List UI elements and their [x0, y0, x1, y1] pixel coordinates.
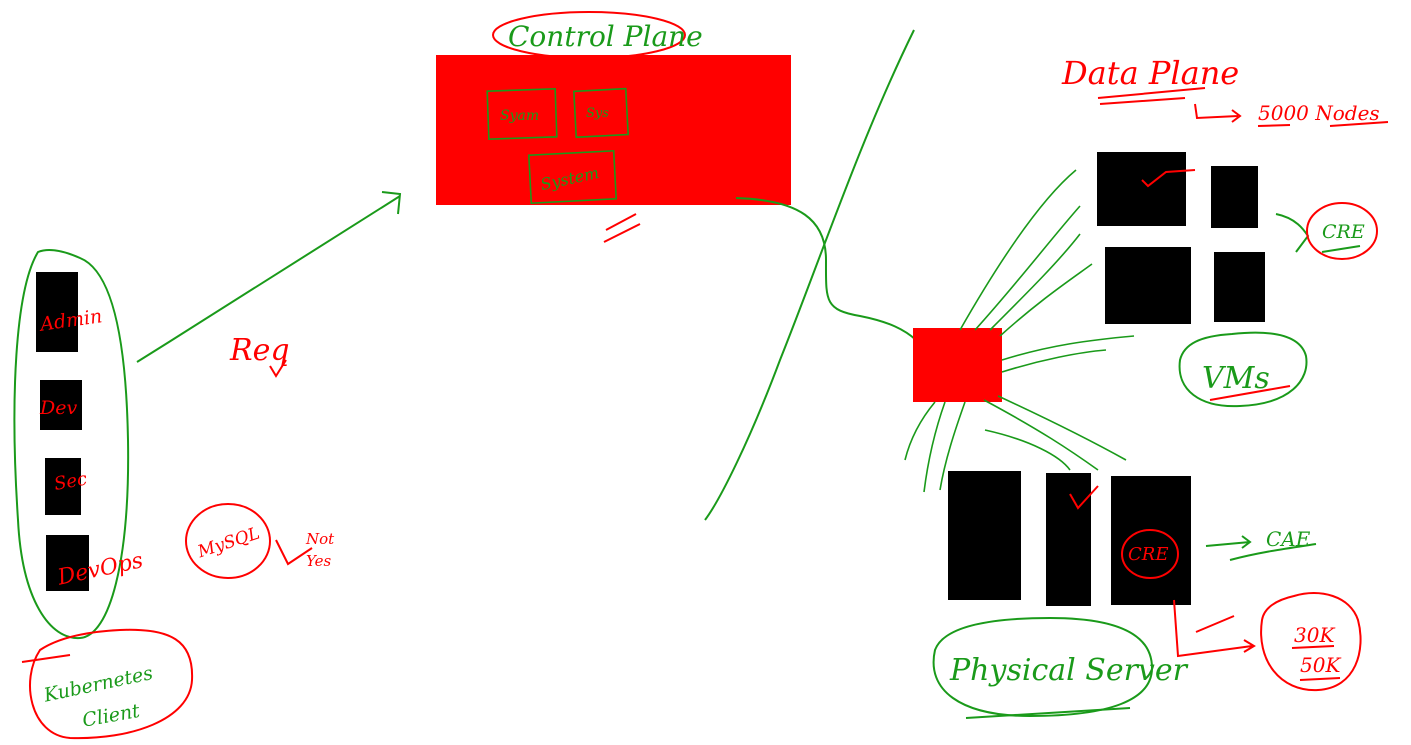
- mysql-label: MySQL: [194, 523, 262, 562]
- cae-underline: [1229, 543, 1317, 561]
- cre-top-label: CRE: [1322, 221, 1365, 243]
- physical-node-1: [948, 471, 1021, 600]
- control-plane-box: [436, 55, 791, 205]
- data-plane-title-underline: [1097, 87, 1206, 105]
- user-sec-box: [45, 458, 81, 515]
- physical-to-scale-connector: [1173, 599, 1256, 658]
- cre-top-underline: [1321, 245, 1361, 253]
- request-label-tail: [269, 359, 287, 378]
- client-label-line2: Client: [81, 700, 142, 732]
- vms-label: VMs: [1202, 361, 1270, 396]
- scale-line2: 50K: [1300, 653, 1341, 677]
- cre-top-ellipse: [1306, 202, 1378, 260]
- user-admin-box: [36, 272, 78, 352]
- physical-node-3: [1111, 476, 1191, 605]
- control-plane-component-2-label: Sys: [586, 106, 609, 121]
- mysql-group: MySQL Not Yes: [185, 503, 335, 579]
- cae-arrow: [1205, 535, 1252, 549]
- plane-divider-line: [704, 29, 915, 521]
- client-label-ellipse: [29, 628, 194, 740]
- cae-label: CAE: [1266, 527, 1311, 551]
- control-plane-underline-marks: [603, 213, 641, 243]
- mysql-note-line1: Not: [305, 530, 335, 548]
- nodes-note-underline: [1257, 121, 1389, 127]
- user-sec-label: Sec: [52, 468, 88, 494]
- nodes-note: 5000 Nodes: [1258, 101, 1380, 125]
- client-label-underline: [21, 654, 71, 663]
- client-group: Admin Dev Sec DevOps Kubernetes Client: [13, 249, 194, 740]
- physical-label-underline: [965, 707, 1131, 719]
- physical-label-ellipse: [932, 616, 1154, 718]
- vms-to-cre-connector: [1275, 213, 1310, 253]
- physical-node-2-check: [1069, 485, 1099, 510]
- control-plane-component-1: [486, 88, 558, 140]
- scale-underline: [1291, 645, 1341, 681]
- hub-spokes: [904, 169, 1135, 493]
- vms-label-underline: [1209, 385, 1291, 401]
- physical-label: Physical Server: [949, 653, 1189, 688]
- vm-node-2: [1211, 166, 1258, 228]
- control-plane-component-2: [572, 87, 630, 139]
- scale-line1: 30K: [1294, 623, 1335, 647]
- user-dev-label: Dev: [39, 397, 77, 419]
- vm-node-3: [1105, 247, 1191, 324]
- control-to-hub-connector: [735, 197, 917, 341]
- request-arrow: Req: [136, 191, 402, 378]
- scale-ellipse: [1260, 592, 1362, 692]
- nodes-note-arrow: [1194, 103, 1242, 123]
- data-plane-title: Data Plane: [1061, 54, 1239, 92]
- mysql-note-connector: [275, 539, 313, 566]
- cre-inner-label: CRE: [1128, 544, 1168, 565]
- node-hub-box: [913, 328, 1002, 402]
- vm-node-4: [1214, 252, 1265, 322]
- control-plane-component-1-label: Syam: [500, 108, 539, 124]
- data-plane: Data Plane 5000 Nodes CR: [904, 54, 1389, 719]
- vm-node-1-check: [1141, 169, 1196, 188]
- request-arrow-line: [136, 195, 401, 363]
- request-arrow-head: [381, 191, 402, 215]
- user-devops-box: [46, 535, 89, 591]
- mysql-note-line2: Yes: [306, 552, 331, 570]
- control-plane-component-3: [527, 149, 618, 205]
- request-label: Req: [229, 333, 290, 368]
- vm-node-1: [1097, 152, 1186, 226]
- vms-label-ellipse: [1178, 331, 1308, 408]
- client-label-line1: Kubernetes: [41, 662, 155, 707]
- mysql-ellipse: [185, 503, 271, 579]
- physical-node-2: [1046, 473, 1091, 606]
- client-group-ellipse: [13, 249, 130, 640]
- control-plane-title: Control Plane: [508, 20, 703, 53]
- user-dev-box: [40, 380, 82, 430]
- cre-inner-ellipse: [1121, 529, 1179, 579]
- control-plane: Control Plane Syam Sys System: [436, 11, 791, 243]
